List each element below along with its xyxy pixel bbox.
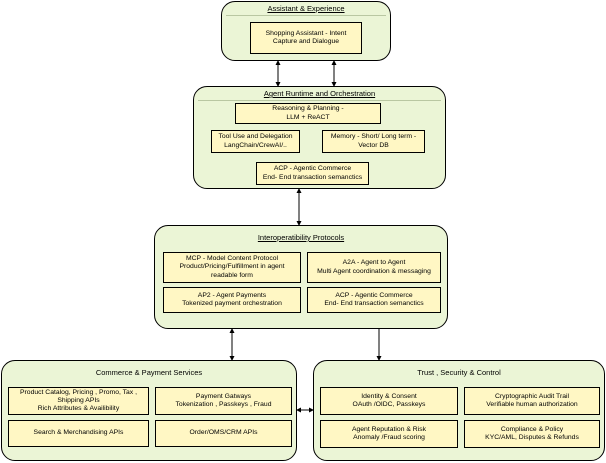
identity-line1: Identity & Consent xyxy=(361,392,417,400)
memory-line2: Vector DB xyxy=(358,141,389,149)
runtime-acp-line1: ACP - Agentic Commerce xyxy=(273,165,352,173)
interoperability-protocols-group: Interoperatibility Protocols MCP - Model… xyxy=(154,225,448,329)
compliance-line2: KYC/AML, Disputes & Refunds xyxy=(485,434,579,441)
search-merchandising-box: Search & Merchandising APIs xyxy=(8,420,149,447)
assistant-experience-group: Assistant & Experience Shopping Assistan… xyxy=(221,1,391,61)
mcp-box: MCP - Model Content Protocol Product/Pri… xyxy=(163,252,301,283)
reasoning-line1: Reasoning & Planning - xyxy=(272,105,344,113)
mcp-line2: Product/Pricing/Fulfillment in agent xyxy=(179,263,285,271)
memory-box: Memory - Short/ Long term - Vector DB xyxy=(322,130,425,153)
order-oms-crm-box: Order/OMS/CRM APIs xyxy=(155,420,292,447)
tool-use-box: Tool Use and Delegation LangChain/CrewAI… xyxy=(211,130,300,153)
catalog-line2: Shipping APIs xyxy=(57,397,100,405)
interoperability-title: Interoperatibility Protocols xyxy=(257,233,345,242)
mcp-line1: MCP - Model Content Protocol xyxy=(185,254,279,262)
trust-security-group: Trust , Security & Control Identity & Co… xyxy=(313,360,605,461)
title-divider xyxy=(226,15,386,16)
audit-line2: Verifiable human authorization xyxy=(486,401,578,408)
reputation-risk-box: Agent Reputation & Risk Anomaly /Fraud s… xyxy=(320,420,458,448)
payment-line1: Payment Gatways xyxy=(195,392,252,400)
catalog-line3: Rich Attributes & Availibility xyxy=(37,404,120,412)
mcp-line3: readable form xyxy=(211,271,253,279)
compliance-policy-box: Compliance & Policy KYC/AML, Disputes & … xyxy=(464,420,600,448)
audit-line1: Cryptographic Audit Trail xyxy=(494,392,570,400)
a2a-line1: A2A - Agent to Agent xyxy=(342,259,406,267)
ap2-box: AP2 - Agent Payments Tokenized payment o… xyxy=(163,287,301,313)
catalog-line1: Product Catalog, Pricing , Promo, Tax , xyxy=(20,389,137,397)
order-line1: Order/OMS/CRM APIs xyxy=(189,429,258,437)
protocols-acp-line2: End- End transaction semanctics xyxy=(324,300,424,307)
runtime-acp-line2: End- End transaction semanctics xyxy=(262,173,363,181)
audit-trail-box: Cryptographic Audit Trail Verifiable hum… xyxy=(464,387,600,415)
assistant-experience-title: Assistant & Experience xyxy=(267,4,345,13)
a2a-box: A2A - Agent to Agent Multi Agent coordin… xyxy=(307,252,441,283)
a2a-line2: Multi Agent coordination & messaging xyxy=(317,267,431,275)
agent-runtime-title: Agent Runtime and Orchestration xyxy=(263,89,376,98)
search-line1: Search & Merchandising APIs xyxy=(33,429,124,437)
commerce-payment-group: Commerce & Payment Services Product Cata… xyxy=(1,360,297,461)
product-catalog-box: Product Catalog, Pricing , Promo, Tax , … xyxy=(8,387,149,415)
identity-consent-box: Identity & Consent OAuth /OIDC, Passkeys xyxy=(320,387,458,415)
shopping-assistant-line1: Shopping Assistant - Intent xyxy=(265,29,347,37)
title-divider xyxy=(198,100,441,101)
reasoning-planning-box: Reasoning & Planning - LLM + ReACT xyxy=(235,103,381,124)
ap2-line1: AP2 - Agent Payments xyxy=(197,291,267,299)
commerce-payment-title: Commerce & Payment Services xyxy=(95,368,203,377)
compliance-line1: Compliance & Policy xyxy=(500,425,564,433)
runtime-acp-box: ACP - Agentic Commerce End- End transact… xyxy=(256,162,369,185)
identity-line2: OAuth /OIDC, Passkeys xyxy=(352,401,426,408)
trust-security-title: Trust , Security & Control xyxy=(417,368,501,377)
ap2-line2: Tokenized payment orchestration xyxy=(182,300,282,307)
reasoning-line2: LLM + ReACT xyxy=(286,113,330,121)
reputation-line1: Agent Reputation & Risk xyxy=(351,425,427,433)
payment-gateways-box: Payment Gatways Tokenization , Passkeys … xyxy=(155,387,292,415)
payment-line2: Tokenization , Passkeys , Fraud xyxy=(175,401,272,408)
agent-runtime-group: Agent Runtime and Orchestration Reasonin… xyxy=(193,86,446,189)
tool-use-line1: Tool Use and Delegation xyxy=(218,133,293,141)
memory-line1: Memory - Short/ Long term - xyxy=(330,133,417,141)
shopping-assistant-box: Shopping Assistant - Intent Capture and … xyxy=(250,22,362,54)
tool-use-line2: LangChain/CrewAI/.. xyxy=(224,141,287,149)
reputation-line2: Anomaly /Fraud scoring xyxy=(353,434,425,441)
shopping-assistant-line2: Capture and Dialogue xyxy=(272,38,340,45)
protocols-acp-box: ACP - Agentic Commerce End- End transact… xyxy=(307,287,441,313)
protocols-acp-line1: ACP - Agentic Commerce xyxy=(335,291,413,299)
